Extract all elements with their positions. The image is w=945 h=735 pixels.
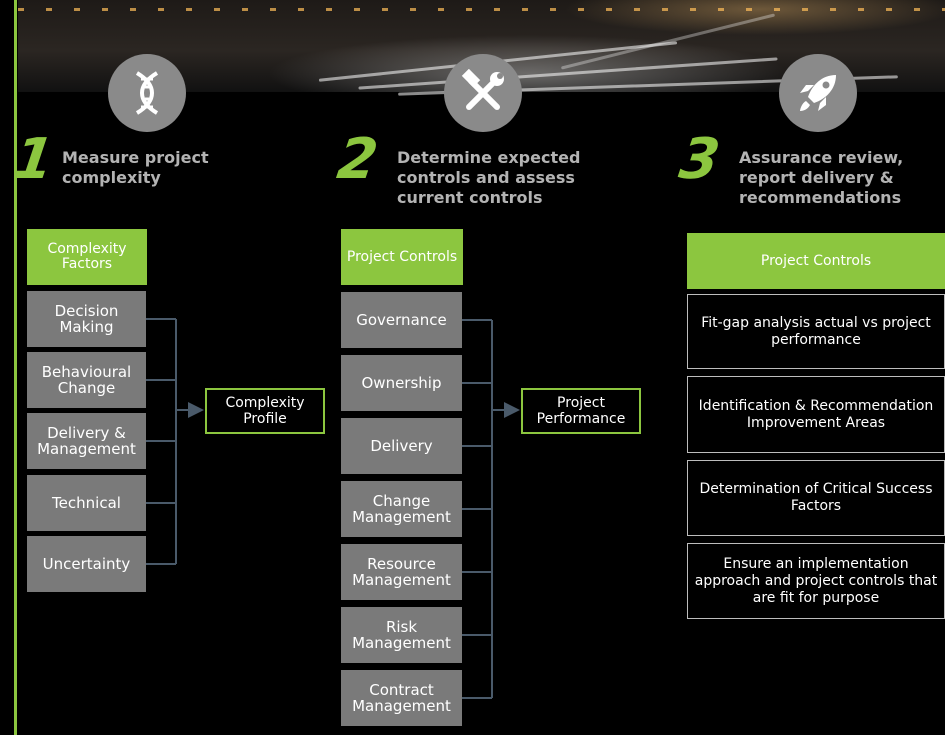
control-governance: Governance (341, 292, 462, 348)
review-item-implementation-approach: Ensure an implementation approach and pr… (687, 543, 945, 619)
control-ownership: Ownership (341, 355, 462, 411)
project-performance-box: Project Performance (521, 388, 641, 434)
rocket-icon (779, 54, 857, 132)
factor-behavioural-change: Behavioural Change (27, 352, 146, 408)
review-project-controls-header: Project Controls (687, 233, 945, 289)
dna-icon (108, 54, 186, 132)
control-delivery: Delivery (341, 418, 462, 474)
control-risk-management: Risk Management (341, 607, 462, 663)
control-contract-management: Contract Management (341, 670, 462, 726)
project-controls-header: Project Controls (341, 229, 463, 285)
left-accent-rule (14, 0, 17, 735)
review-item-fit-gap: Fit-gap analysis actual vs project perfo… (687, 294, 945, 369)
factor-delivery-management: Delivery & Management (27, 413, 146, 469)
review-item-improvement-areas: Identification & Recommendation Improvem… (687, 376, 945, 453)
factor-technical: Technical (27, 475, 146, 531)
step-3-heading: Assurance review, report delivery & reco… (739, 148, 904, 207)
complexity-profile-box: Complexity Profile (205, 388, 325, 434)
factor-uncertainty: Uncertainty (27, 536, 146, 592)
control-resource-management: Resource Management (341, 544, 462, 600)
tools-icon (444, 54, 522, 132)
review-item-critical-success-factors: Determination of Critical Success Factor… (687, 460, 945, 536)
complexity-factors-header: Complexity Factors (27, 229, 147, 285)
control-change-management: Change Management (341, 481, 462, 537)
step-2-heading: Determine expected controls and assess c… (397, 148, 581, 207)
step-1-heading: Measure project complexity (62, 148, 209, 187)
factor-decision-making: Decision Making (27, 291, 146, 347)
